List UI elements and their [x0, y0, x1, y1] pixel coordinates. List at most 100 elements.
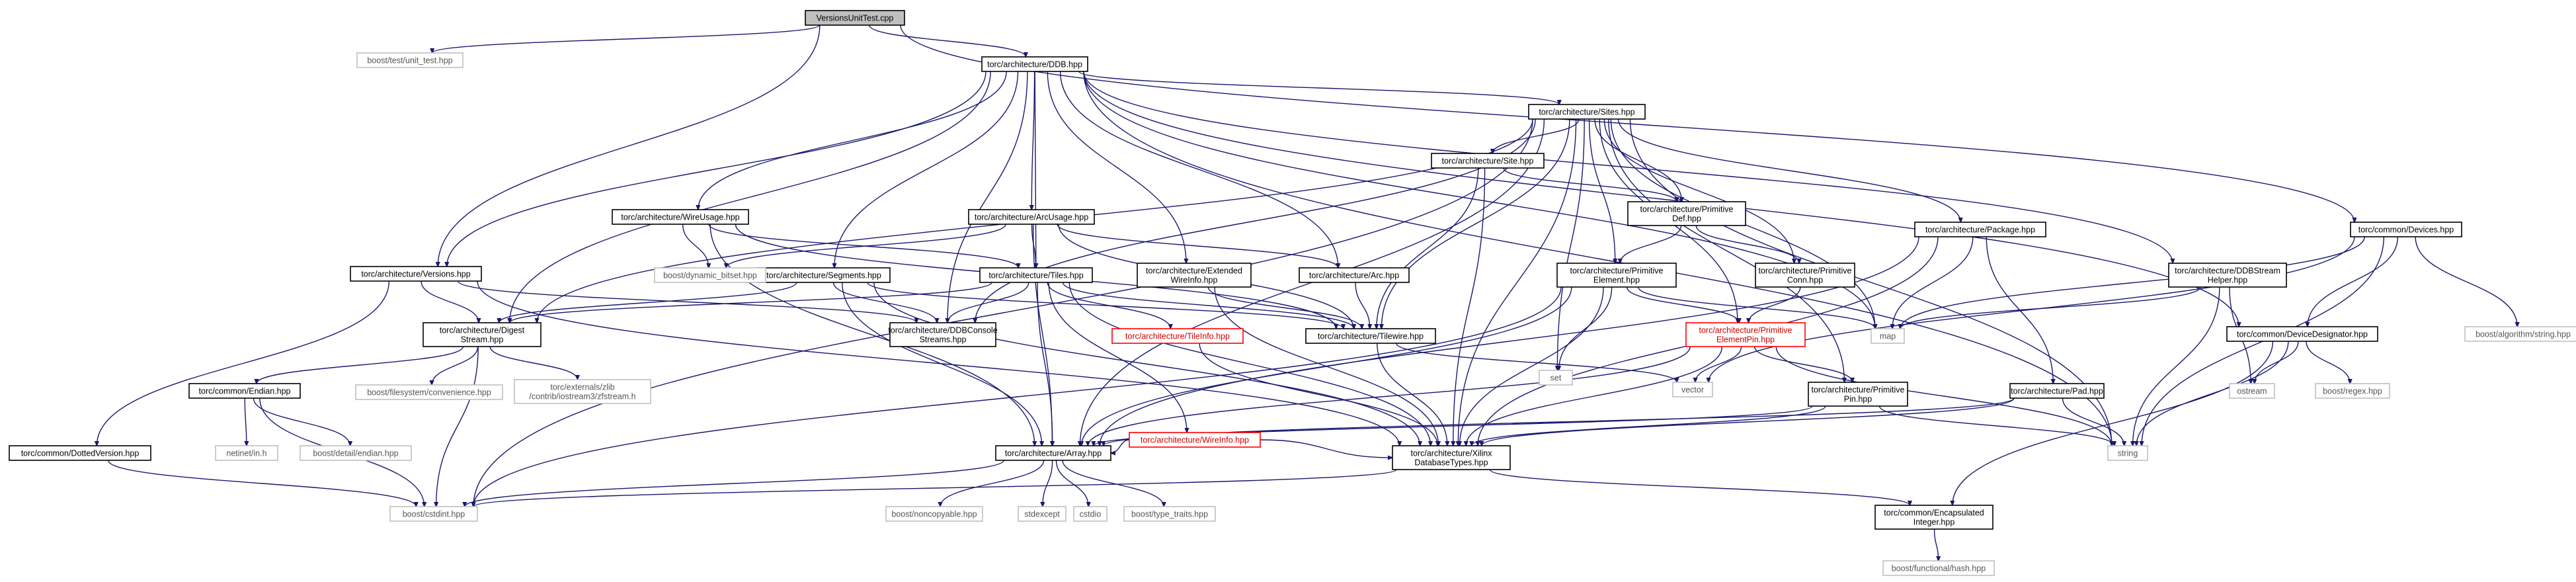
node-box-endian: [188, 383, 301, 399]
edge-segments-to-xilinx: [873, 282, 1420, 446]
edge-primconn-to-primelempin: [1749, 286, 1801, 323]
node-label-encint: torc/common/Encapsulated: [1884, 509, 1984, 518]
node-label-stdexcept: stdexcept: [1024, 510, 1060, 519]
node-label-arcusage: torc/architecture/ArcUsage.hpp: [975, 213, 1088, 222]
edge-dotted-to-cstdint: [108, 460, 416, 507]
edge-primelempin-to-string: [1775, 346, 2112, 446]
node-wireinfo[interactable]: torc/architecture/WireInfo.hpp: [1129, 432, 1261, 448]
node-box-map: [1871, 328, 1905, 344]
edge-site-to-primdef: [1503, 167, 1677, 202]
node-devices[interactable]: torc/common/Devices.hpp: [2350, 222, 2462, 237]
node-box-stdexcept: [1018, 506, 1067, 522]
node-label-netinet: netinet/in.h: [226, 449, 266, 458]
node-box-wireinfo: [1129, 432, 1261, 448]
node-sites[interactable]: torc/architecture/Sites.hpp: [1528, 104, 1646, 120]
node-box-devdesig: [2226, 326, 2378, 342]
node-box-arcusage: [968, 209, 1095, 225]
node-box-sites: [1528, 104, 1646, 120]
edge-tiles-to-array: [1037, 282, 1053, 446]
edge-devices-to-map: [1900, 236, 2365, 329]
node-label-devices: torc/common/Devices.hpp: [2358, 226, 2454, 235]
node-label-primelem: torc/architecture/Primitive: [1570, 267, 1663, 276]
edge-tiles-to-tileinfo: [1047, 282, 1170, 329]
node-box-noncopyable: [885, 506, 983, 522]
node-cstdio: cstdio: [1073, 506, 1107, 522]
node-box-netinet: [215, 445, 278, 461]
node-primelempin[interactable]: torc/architecture/PrimitiveElementPin.hp…: [1685, 322, 1806, 347]
node-package[interactable]: torc/architecture/Package.hpp: [1914, 222, 2046, 237]
node-arcusage[interactable]: torc/architecture/ArcUsage.hpp: [968, 209, 1095, 225]
edge-tileinfo-to-xilinx: [1199, 343, 1437, 446]
node-tileinfo[interactable]: torc/architecture/TileInfo.hpp: [1111, 328, 1244, 344]
node-label-filesystem: boost/filesystem/convenience.hpp: [367, 388, 491, 397]
edge-sites-to-site: [1493, 118, 1580, 153]
node-wireusage[interactable]: torc/architecture/WireUsage.hpp: [612, 209, 749, 225]
node-array[interactable]: torc/architecture/Array.hpp: [995, 445, 1111, 461]
node-label-wireusage: torc/architecture/WireUsage.hpp: [621, 213, 739, 222]
node-box-ddb: [981, 56, 1088, 72]
node-label-dynbitset: boost/dynamic_bitset.hpp: [663, 271, 757, 280]
node-devdesig[interactable]: torc/common/DeviceDesignator.hpp: [2226, 326, 2378, 342]
node-tilewire[interactable]: torc/architecture/Tilewire.hpp: [1305, 328, 1436, 344]
node-segments[interactable]: torc/architecture/Segments.hpp: [757, 267, 891, 283]
node-ddb[interactable]: torc/architecture/DDB.hpp: [981, 56, 1088, 72]
node-dynbitset: boost/dynamic_bitset.hpp: [654, 267, 766, 283]
node-label-encint: Integer.hpp: [1913, 518, 1955, 527]
node-label-noncopyable: boost/noncopyable.hpp: [891, 510, 977, 519]
node-set: set: [1539, 370, 1573, 386]
node-endian[interactable]: torc/common/Endian.hpp: [188, 383, 301, 399]
edge-sites-to-package: [1617, 118, 1961, 222]
edge-ddb-to-digest: [510, 71, 991, 323]
edge-sites-to-xilinx: [1458, 118, 1577, 446]
edge-endian-to-netinet: [245, 397, 247, 446]
node-label-tilewire: torc/architecture/Tilewire.hpp: [1318, 332, 1424, 341]
node-unittest: boost/test/unit_test.hpp: [356, 52, 463, 68]
node-label-ddbstream: torc/architecture/DDBStream: [2175, 267, 2280, 276]
node-box-string: [2107, 445, 2148, 461]
edge-wireinfo-to-array: [1111, 439, 1130, 453]
node-label-primpin: torc/architecture/Primitive: [1811, 386, 1904, 395]
edge-segments-to-digest: [499, 282, 797, 323]
edge-ddb-to-versions: [447, 71, 986, 267]
node-box-pad: [2009, 383, 2105, 399]
edge-sites-to-tilewire: [1381, 118, 1570, 329]
node-site[interactable]: torc/architecture/Site.hpp: [1431, 153, 1545, 169]
node-box-tilewire: [1305, 328, 1436, 344]
node-versions[interactable]: torc/architecture/Versions.hpp: [350, 266, 482, 282]
node-label-root: VersionsUnitTest.cpp: [817, 14, 894, 23]
node-label-detailendian: boost/detail/endian.hpp: [313, 449, 398, 458]
node-tiles[interactable]: torc/architecture/Tiles.hpp: [979, 267, 1093, 283]
node-pad[interactable]: torc/architecture/Pad.hpp: [2009, 383, 2105, 399]
node-noncopyable: boost/noncopyable.hpp: [885, 506, 983, 522]
node-root[interactable]: VersionsUnitTest.cpp: [805, 10, 905, 26]
node-xilinx[interactable]: torc/architecture/XilinxDatabaseTypes.hp…: [1392, 445, 1511, 470]
edge-array-to-noncopyable: [940, 460, 1045, 507]
edge-ddb-to-sites: [1078, 71, 1559, 104]
node-label-wireinfo: torc/architecture/WireInfo.hpp: [1141, 436, 1249, 445]
node-dotted[interactable]: torc/common/DottedVersion.hpp: [9, 445, 151, 461]
node-filesystem: boost/filesystem/convenience.hpp: [355, 384, 503, 400]
edge-ddb-to-ddbstream: [1083, 71, 2173, 263]
edge-ddb-to-arcusage: [1031, 71, 1035, 210]
node-hash: boost/functional/hash.hpp: [1882, 560, 1995, 576]
edge-arcusage-to-arc: [1057, 224, 1338, 268]
node-label-ddbconsole: Streams.hpp: [920, 335, 967, 345]
node-box-versions: [350, 266, 482, 282]
edge-devdesig-to-regex: [2306, 341, 2350, 384]
node-label-hash: boost/functional/hash.hpp: [1892, 564, 1986, 573]
node-box-detailendian: [300, 445, 412, 461]
node-arc[interactable]: torc/architecture/Arc.hpp: [1299, 267, 1410, 283]
node-label-unittest: boost/test/unit_test.hpp: [367, 56, 452, 65]
node-box-tileinfo: [1111, 328, 1244, 344]
node-algostring: boost/algorithm/string.hpp: [2464, 326, 2576, 342]
edge-devices-to-algostring: [2415, 236, 2517, 327]
